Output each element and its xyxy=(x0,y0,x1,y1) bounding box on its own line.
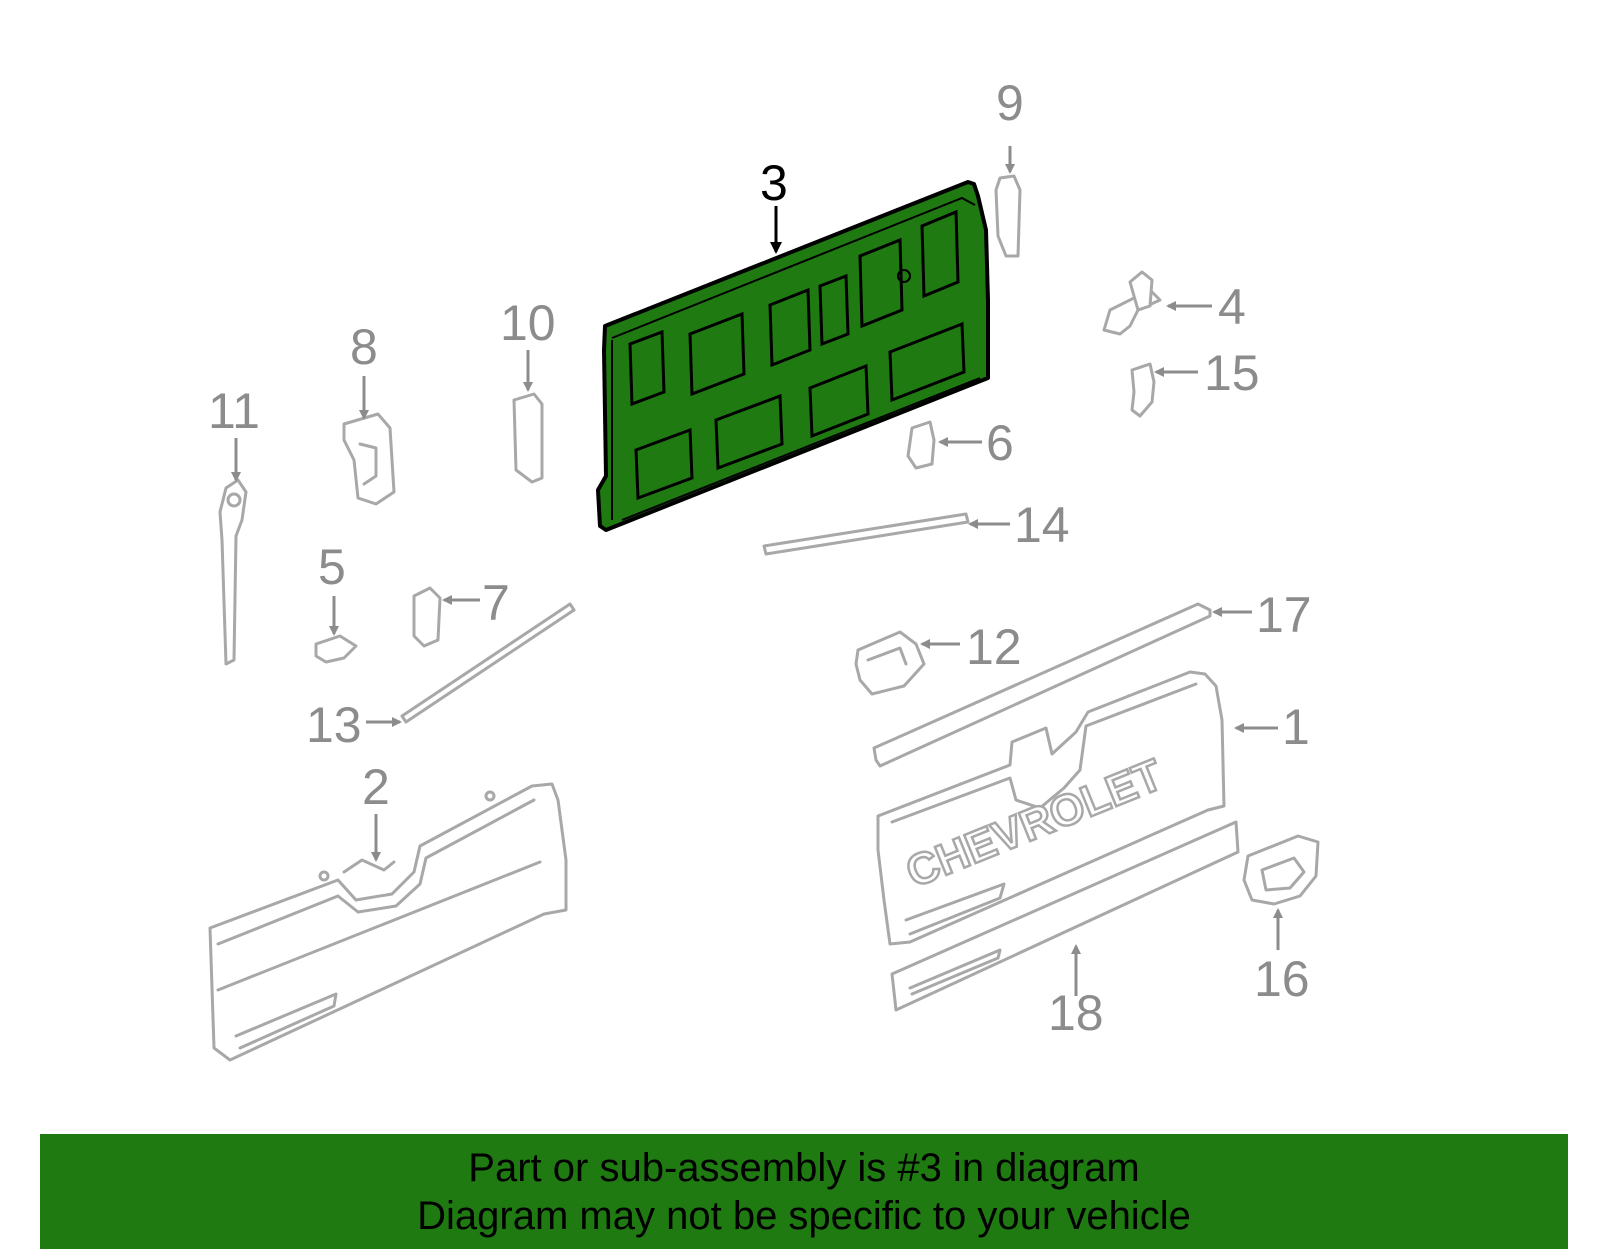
part-3-inner-panel[interactable] xyxy=(596,180,990,532)
info-banner: Part or sub-assembly is #3 in diagram Di… xyxy=(40,1134,1568,1249)
callout-12[interactable]: 12 xyxy=(966,619,1022,675)
part-10-end-cap[interactable] xyxy=(512,392,544,484)
part-2-tailgate[interactable] xyxy=(208,782,568,1062)
part-11-latch-rod[interactable] xyxy=(218,478,248,666)
callout-13[interactable]: 13 xyxy=(306,697,362,753)
callout-18[interactable]: 18 xyxy=(1048,985,1104,1041)
callout-2[interactable]: 2 xyxy=(362,759,390,815)
banner-line-part-info: Part or sub-assembly is #3 in diagram xyxy=(468,1146,1140,1190)
part-13-rod[interactable] xyxy=(400,602,576,724)
callout-leaders xyxy=(231,146,1283,996)
callout-16[interactable]: 16 xyxy=(1254,951,1310,1007)
part-15-bracket[interactable] xyxy=(1130,362,1156,418)
part-18-lower-molding[interactable] xyxy=(890,820,1240,1012)
callout-8[interactable]: 8 xyxy=(350,319,378,375)
part-7-cap[interactable] xyxy=(412,586,442,648)
callout-17[interactable]: 17 xyxy=(1256,587,1312,643)
part-8-latch[interactable] xyxy=(342,412,396,506)
callout-1[interactable]: 1 xyxy=(1282,699,1310,755)
part-6-clip[interactable] xyxy=(906,420,936,470)
part-9-hinge-strap[interactable] xyxy=(994,174,1022,258)
callout-11[interactable]: 11 xyxy=(208,383,260,439)
callout-10[interactable]: 10 xyxy=(500,295,556,351)
part-4-hinge-bracket[interactable] xyxy=(1102,270,1162,336)
part-17-upper-molding[interactable] xyxy=(872,602,1212,768)
part-16-handle-bezel[interactable] xyxy=(1242,834,1320,906)
callout-numbers: 1 2 3 4 5 6 7 8 9 10 11 12 13 14 15 16 1… xyxy=(208,75,1312,1041)
part-12-handle[interactable] xyxy=(854,630,926,696)
callout-4[interactable]: 4 xyxy=(1218,279,1246,335)
callout-3[interactable]: 3 xyxy=(760,155,788,211)
banner-line-disclaimer: Diagram may not be specific to your vehi… xyxy=(417,1194,1191,1238)
callout-15[interactable]: 15 xyxy=(1204,345,1260,401)
part-5-bumper[interactable] xyxy=(314,634,358,664)
callout-7[interactable]: 7 xyxy=(482,575,510,631)
callout-5[interactable]: 5 xyxy=(318,539,346,595)
callout-6[interactable]: 6 xyxy=(986,415,1014,471)
callout-9[interactable]: 9 xyxy=(996,75,1024,131)
callout-14[interactable]: 14 xyxy=(1014,497,1070,553)
part-14-rod[interactable] xyxy=(762,512,970,556)
